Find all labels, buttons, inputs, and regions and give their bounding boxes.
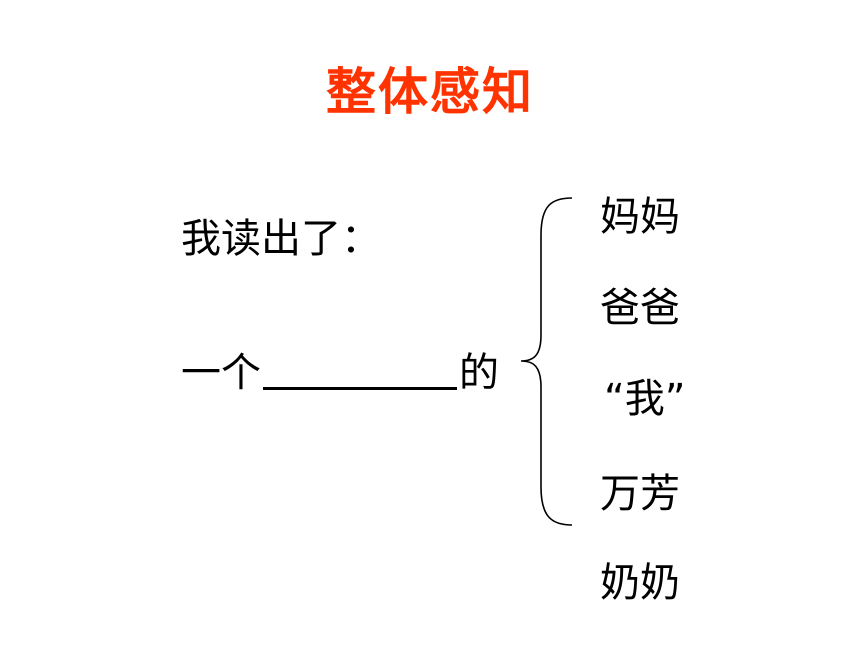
option-dad: 爸爸 (600, 285, 680, 331)
fill-in-phrase: 一个 的 (181, 340, 499, 398)
phrase-suffix: 的 (459, 350, 499, 396)
curly-brace (520, 197, 573, 526)
option-mom: 妈妈 (600, 194, 680, 240)
prompt-text: 我读出了： (181, 216, 381, 262)
slide-title: 整体感知 (326, 63, 534, 121)
phrase-prefix: 一个 (181, 350, 261, 396)
option-me: “我” (604, 376, 686, 422)
option-wanfang: 万芳 (600, 471, 680, 517)
answer-blank (263, 347, 457, 390)
option-grandma: 奶奶 (600, 560, 680, 606)
